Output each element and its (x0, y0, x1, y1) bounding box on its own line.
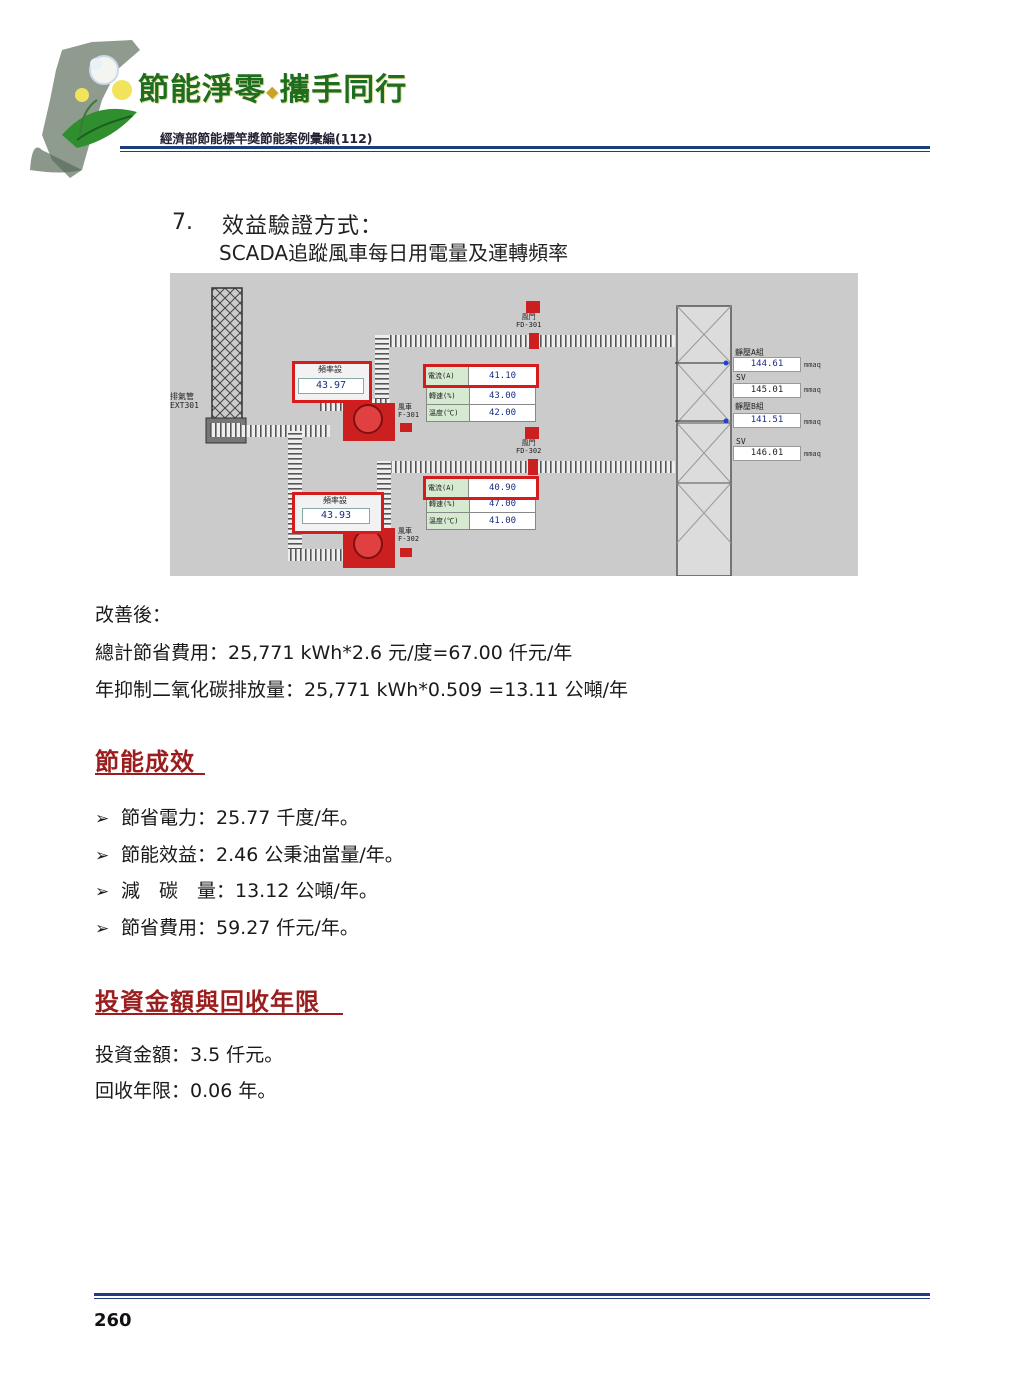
list-item: ➢減 碳 量：13.12 公噸/年。 (95, 880, 378, 902)
list-item: ➢節能效益：2.46 公秉油當量/年。 (95, 844, 404, 866)
pressure-b-pv: 141.51 (733, 413, 801, 428)
investment-heading-underline (95, 1013, 343, 1015)
fan1-readings-table: 電流(A) 41.10 轉速(%) 43.00 溫度(℃) 42.00 (423, 364, 539, 422)
header-subtitle: 經濟部節能標竿獎節能案例彙編(112) (160, 131, 373, 146)
section-title: 效益驗證方式： (222, 214, 384, 239)
pressure-a-sv-label: SV (736, 373, 746, 382)
fan1-label: 風車 (398, 403, 412, 411)
fan2-label: 風車 (398, 527, 412, 535)
improvement-label: 改善後： (95, 604, 172, 626)
footer-rule-thin (94, 1298, 930, 1299)
header-logo-icon (30, 40, 140, 178)
fan1-frequency-label: 頻率設 (318, 365, 342, 374)
pressure-b-sv-label: SV (736, 437, 746, 446)
fan2-temp-label: 溫度(℃) (427, 513, 470, 529)
investment-amount: 投資金額：3.5 仟元。 (95, 1044, 284, 1066)
improvement-co2-line: 年抑制二氧化碳排放量：25,771 kWh*0.509 =13.11 公噸/年 (95, 679, 629, 701)
fan2-readings-table: 電流(A) 40.90 轉速(%) 47.00 溫度(℃) 41.00 (423, 476, 539, 530)
damper2-id: FD-302 (516, 447, 542, 455)
header-title: 節能淨零◆攜手同行 (138, 72, 408, 108)
list-item: ➢節省費用：59.27 仟元/年。 (95, 917, 359, 939)
fan2-current-label: 電流(A) (426, 479, 469, 497)
fan1-temp-row: 溫度(℃) 42.00 (426, 405, 536, 422)
results-heading: 節能成效 (95, 748, 195, 776)
fan2-speed-label: 轉速(%) (427, 500, 470, 512)
fan2-frequency-value: 43.93 (302, 508, 370, 524)
fan2-id: F-302 (398, 535, 420, 543)
header-rule (120, 146, 930, 149)
fan2-current-value: 40.90 (488, 483, 517, 493)
damper-fd301-icon (526, 301, 540, 313)
fan1-temp-label: 溫度(℃) (427, 405, 470, 421)
scrubber-tower-icon (676, 305, 732, 576)
fan1-speed-value: 43.00 (488, 391, 517, 401)
damper2-label: 風門 (521, 439, 536, 447)
fan-f302-icon (343, 528, 412, 568)
exhaust-stack-icon (205, 287, 247, 444)
list-item: ➢節省電力：25.77 千度/年。 (95, 807, 359, 829)
fan1-current-value: 41.10 (488, 371, 517, 381)
damper1-label: 風門 (521, 313, 536, 321)
fan2-speed-value: 47.00 (488, 500, 517, 509)
fan2-temp-row: 溫度(℃) 41.00 (426, 513, 536, 530)
pressure-b-label: 靜壓B組 (735, 402, 764, 411)
pressure-b-sv-unit: mmaq (804, 450, 821, 458)
bullet-arrow-icon: ➢ (95, 846, 110, 866)
fan1-speed-row: 轉速(%) 43.00 (426, 388, 536, 405)
fan1-temp-value: 42.00 (488, 408, 517, 418)
payback-period: 回收年限：0.06 年。 (95, 1080, 277, 1102)
pressure-a-sv: 145.01 (733, 383, 801, 398)
footer-rule (94, 1293, 930, 1296)
pressure-a-sv-unit: mmaq (804, 386, 821, 394)
damper-fd302-icon (525, 427, 539, 439)
page-number: 260 (94, 1310, 132, 1331)
section-subtitle: SCADA追蹤風車每日用電量及運轉頻率 (219, 241, 569, 265)
scada-screen: 排氣管 EXT301 頻率設 43.97 頻率設 43.93 風門 FD-301… (170, 273, 858, 576)
pressure-a-unit: mmaq (804, 361, 821, 369)
pressure-a-pv: 144.61 (733, 357, 801, 372)
fan1-speed-label: 轉速(%) (427, 388, 470, 404)
pressure-a-label: 靜壓A組 (735, 348, 764, 357)
fan2-speed-row: 轉速(%) 47.00 (426, 500, 536, 513)
exhaust-id: EXT301 (170, 401, 199, 410)
fan-f301-icon (343, 403, 412, 441)
fan2-current-row: 電流(A) 40.90 (423, 476, 539, 500)
improvement-cost-line: 總計節省費用：25,771 kWh*2.6 元/度=67.00 仟元/年 (95, 642, 573, 664)
exhaust-label: 排氣管 (170, 392, 194, 401)
fan1-current-row: 電流(A) 41.10 (423, 364, 539, 388)
results-heading-underline (95, 773, 205, 775)
fan1-current-label: 電流(A) (426, 367, 469, 385)
fan1-frequency-value: 43.97 (298, 378, 364, 394)
bullet-arrow-icon: ➢ (95, 809, 110, 829)
section-number: 7. (172, 210, 193, 235)
bullet-arrow-icon: ➢ (95, 919, 110, 939)
fan2-temp-value: 41.00 (488, 516, 517, 526)
fan1-id: F-301 (398, 411, 420, 419)
fan2-frequency-label: 頻率設 (323, 496, 347, 505)
duct-exhaust (230, 425, 330, 437)
header-rule-thin (120, 151, 930, 152)
pressure-b-sv: 146.01 (733, 446, 801, 461)
pressure-b-unit: mmaq (804, 418, 821, 426)
bullet-arrow-icon: ➢ (95, 882, 110, 902)
investment-heading: 投資金額與回收年限 (95, 988, 320, 1016)
damper1-id: FD-301 (516, 321, 542, 329)
